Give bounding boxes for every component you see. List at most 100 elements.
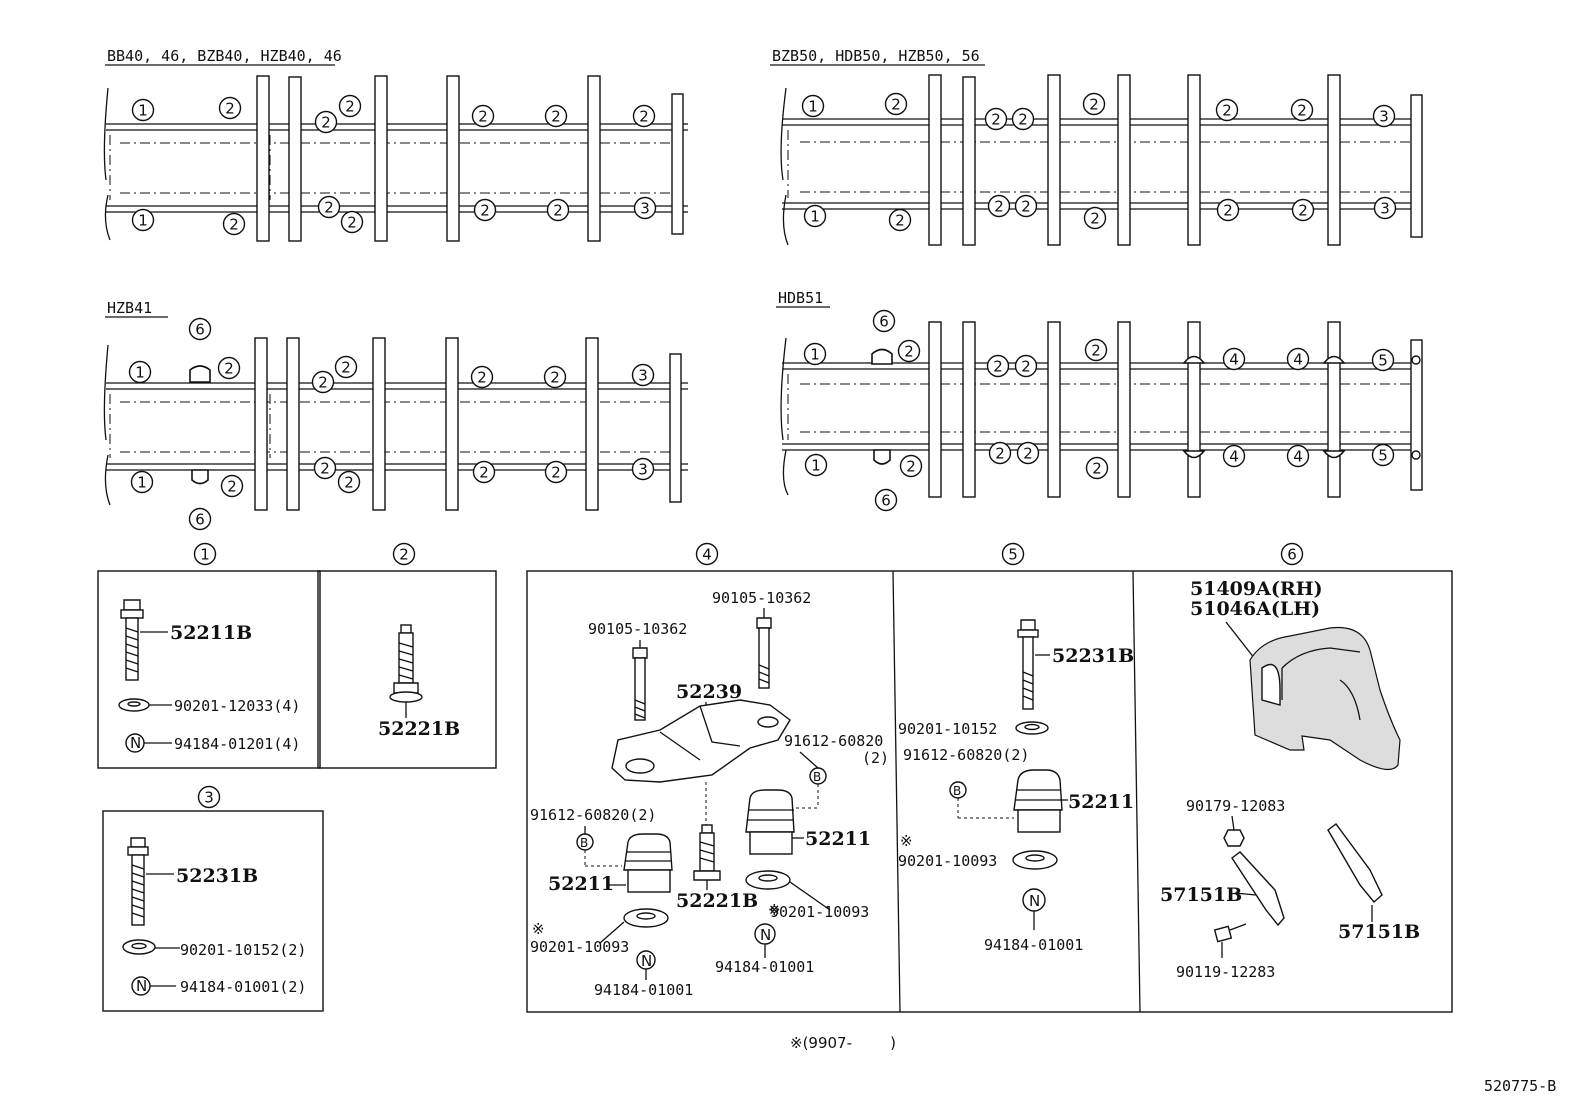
part-52239: 52239 bbox=[676, 681, 742, 703]
detail-header-circle bbox=[392, 542, 416, 566]
part-52211-l: 52211 bbox=[548, 873, 614, 895]
callout-3: 3 bbox=[1372, 104, 1396, 128]
clip-symbol: B bbox=[580, 836, 588, 850]
detail-header-6: 6 bbox=[1287, 546, 1297, 564]
callout-number: 2 bbox=[341, 359, 351, 377]
part-90201-10093-d5: 90201-10093 bbox=[898, 852, 997, 870]
callout-number: 2 bbox=[551, 464, 561, 482]
clip-symbol: B bbox=[953, 784, 961, 798]
callout-3: 3 bbox=[1373, 196, 1397, 220]
callout-number: 4 bbox=[1229, 351, 1239, 369]
callout-1: 1 bbox=[131, 208, 155, 232]
callout-2: 2 bbox=[544, 104, 568, 128]
callout-2: 2 bbox=[338, 94, 362, 118]
detail-6: 51409A(RH) 51046A(LH) 90179-12083 57151B… bbox=[1160, 578, 1420, 981]
part-91612-60820-b: 91612-60820(2) bbox=[530, 806, 656, 824]
callout-number: 2 bbox=[227, 478, 237, 496]
callout-2: 2 bbox=[1085, 456, 1109, 480]
callout-1: 1 bbox=[804, 453, 828, 477]
callout-number: 2 bbox=[225, 100, 235, 118]
callout-number: 2 bbox=[1222, 102, 1232, 120]
callout-number: 2 bbox=[906, 458, 916, 476]
detail-header-5: 5 bbox=[1008, 546, 1018, 564]
detail-header-circle bbox=[1280, 542, 1304, 566]
callout-number: 1 bbox=[138, 102, 148, 120]
part-51046a-lh: 51046A(LH) bbox=[1190, 598, 1320, 620]
callout-number: 2 bbox=[318, 374, 328, 392]
callout-2: 2 bbox=[471, 104, 495, 128]
detail-header-1: 1 bbox=[200, 546, 210, 564]
detail-2: 52221B bbox=[378, 624, 460, 740]
callout-2: 2 bbox=[1014, 354, 1038, 378]
part-91612-60820-a: 91612-60820 bbox=[784, 732, 883, 750]
callout-1: 1 bbox=[803, 342, 827, 366]
section-label-bb40: BB40, 46, BZB40, HZB40, 46 bbox=[107, 47, 342, 65]
callout-number: 2 bbox=[478, 108, 488, 126]
part-52211-d5: 52211 bbox=[1068, 791, 1134, 813]
callout-number: 3 bbox=[1379, 108, 1389, 126]
part-57151b-r: 57151B bbox=[1338, 921, 1420, 943]
callout-number: 6 bbox=[195, 511, 205, 529]
callout-6: 6 bbox=[874, 488, 898, 512]
callout-number: 3 bbox=[640, 200, 650, 218]
callout-2: 2 bbox=[1011, 107, 1035, 131]
star-symbol: ※ bbox=[768, 901, 781, 919]
callout-2: 2 bbox=[1082, 92, 1106, 116]
callout-4: 4 bbox=[1286, 444, 1310, 468]
callout-number: 2 bbox=[993, 358, 1003, 376]
callout-2: 2 bbox=[1291, 198, 1315, 222]
part-91612-60820-d5: 91612-60820(2) bbox=[903, 746, 1029, 764]
callout-number: 2 bbox=[1018, 111, 1028, 129]
callout-6: 6 bbox=[188, 507, 212, 531]
callout-2: 2 bbox=[897, 339, 921, 363]
callout-1: 1 bbox=[803, 204, 827, 228]
frame-view-hzb41 bbox=[103, 337, 688, 511]
part-51409a-rh: 51409A(RH) bbox=[1190, 578, 1323, 600]
callout-3: 3 bbox=[633, 196, 657, 220]
callout-number: 3 bbox=[1380, 200, 1390, 218]
part-94184-01201: 94184-01201(4) bbox=[174, 735, 300, 753]
callout-6: 6 bbox=[872, 309, 896, 333]
callout-2: 2 bbox=[1016, 441, 1040, 465]
callout-number: 6 bbox=[881, 492, 891, 510]
callout-number: 1 bbox=[811, 457, 821, 475]
detail-header-4: 4 bbox=[702, 546, 712, 564]
callout-5: 5 bbox=[1371, 443, 1395, 467]
callout-number: 2 bbox=[344, 474, 354, 492]
callout-number: 2 bbox=[479, 464, 489, 482]
nut-symbol: N bbox=[641, 952, 652, 970]
callout-number: 2 bbox=[1223, 202, 1233, 220]
callout-1: 1 bbox=[131, 98, 155, 122]
part-94184-01001: 94184-01001(2) bbox=[180, 978, 306, 996]
frame-view-bzb50 bbox=[780, 74, 1423, 246]
callout-number: 2 bbox=[477, 369, 487, 387]
star-symbol: ※ bbox=[532, 920, 545, 938]
footnote: ※(9907- ) bbox=[790, 1034, 896, 1052]
callout-number: 2 bbox=[639, 108, 649, 126]
callout-2: 2 bbox=[311, 370, 335, 394]
callout-number: 2 bbox=[904, 343, 914, 361]
callout-number: 3 bbox=[638, 461, 648, 479]
callout-number: 2 bbox=[995, 445, 1005, 463]
callout-number: 2 bbox=[321, 114, 331, 132]
callout-2: 2 bbox=[546, 198, 570, 222]
callout-number: 4 bbox=[1293, 351, 1303, 369]
callout-number: 2 bbox=[1023, 445, 1033, 463]
detail-header-circle bbox=[197, 785, 221, 809]
detail-header-3: 3 bbox=[204, 789, 214, 807]
callout-number: 2 bbox=[1092, 460, 1102, 478]
callout-number: 1 bbox=[810, 346, 820, 364]
callout-2: 2 bbox=[334, 355, 358, 379]
callout-2: 2 bbox=[899, 454, 923, 478]
callout-3: 3 bbox=[631, 363, 655, 387]
part-57151b-l: 57151B bbox=[1160, 884, 1242, 906]
detail-3: N 52231B 90201-10152(2) 94184-01001(2) bbox=[122, 837, 306, 996]
callout-1: 1 bbox=[801, 94, 825, 118]
star-symbol: ※ bbox=[900, 832, 913, 850]
detail-box-4-6 bbox=[526, 570, 1453, 1013]
callout-2: 2 bbox=[217, 356, 241, 380]
callout-number: 2 bbox=[1089, 96, 1099, 114]
callout-4: 4 bbox=[1286, 347, 1310, 371]
callout-3: 3 bbox=[631, 457, 655, 481]
diagram-id: 520775-B bbox=[1484, 1077, 1556, 1095]
